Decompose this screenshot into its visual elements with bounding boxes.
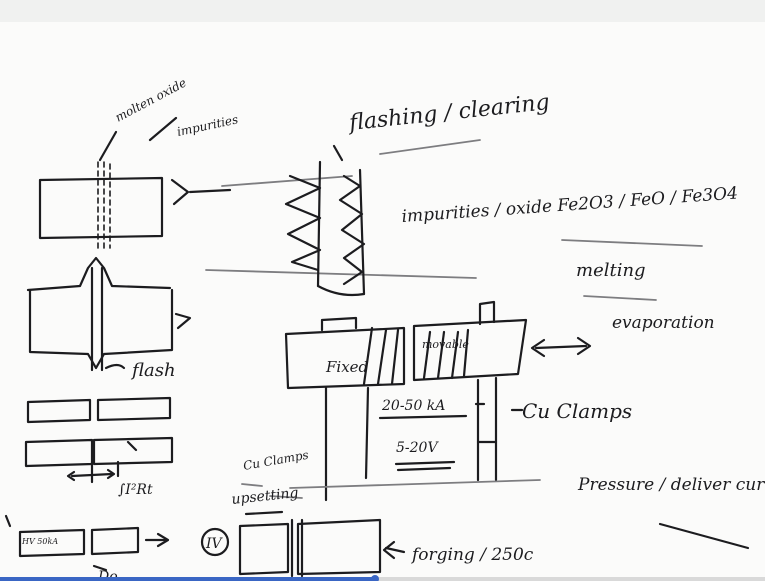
label-pressure-deliver: Pressure / deliver current xyxy=(577,475,765,495)
label-i2rt: ∫I²Rt xyxy=(118,482,153,498)
label-cu-clamps: Cu Clamps xyxy=(522,399,632,423)
hv-sketch xyxy=(18,526,170,572)
edge-mark xyxy=(4,514,12,528)
forging-sketch xyxy=(200,510,406,578)
label-forging: forging / 250c xyxy=(410,545,534,565)
block-stack xyxy=(24,396,174,484)
label-current: 20-50 kA xyxy=(381,398,445,414)
bar-sketch-2 xyxy=(26,256,192,372)
label-molten-oxide: molten oxide xyxy=(113,75,189,124)
screen-top-band xyxy=(0,0,765,22)
video-progress-knob[interactable] xyxy=(370,575,379,581)
label-fixed: Fixed xyxy=(325,358,368,376)
label-melting: melting xyxy=(576,260,646,281)
label-impurities: impurities xyxy=(176,112,240,139)
label-voltage: 5-20V xyxy=(396,440,439,456)
video-progress-bar[interactable] xyxy=(0,575,765,581)
video-progress-fill xyxy=(0,577,375,581)
label-upsetting: upsetting xyxy=(231,485,299,508)
label-impurities-oxide: impurities / oxide Fe2O3 / FeO / Fe3O4 xyxy=(401,184,739,227)
underline-oxide xyxy=(561,239,703,247)
label-movable: movable xyxy=(422,338,469,351)
underline-melting xyxy=(583,295,657,301)
label-cu-clamps-2: Cu Clamps xyxy=(242,448,310,473)
underline-pressure xyxy=(658,522,750,550)
label-hv: HV 50kA xyxy=(21,537,58,546)
bar-sketch-1 xyxy=(38,116,232,249)
coil-sketch xyxy=(205,139,481,297)
machine-sketch xyxy=(241,300,592,502)
label-flash: flash xyxy=(130,360,176,381)
label-evaporation: evaporation xyxy=(612,313,715,333)
label-flashing-clearing: flashing / clearing xyxy=(346,90,551,136)
label-iv: IV xyxy=(205,536,224,552)
